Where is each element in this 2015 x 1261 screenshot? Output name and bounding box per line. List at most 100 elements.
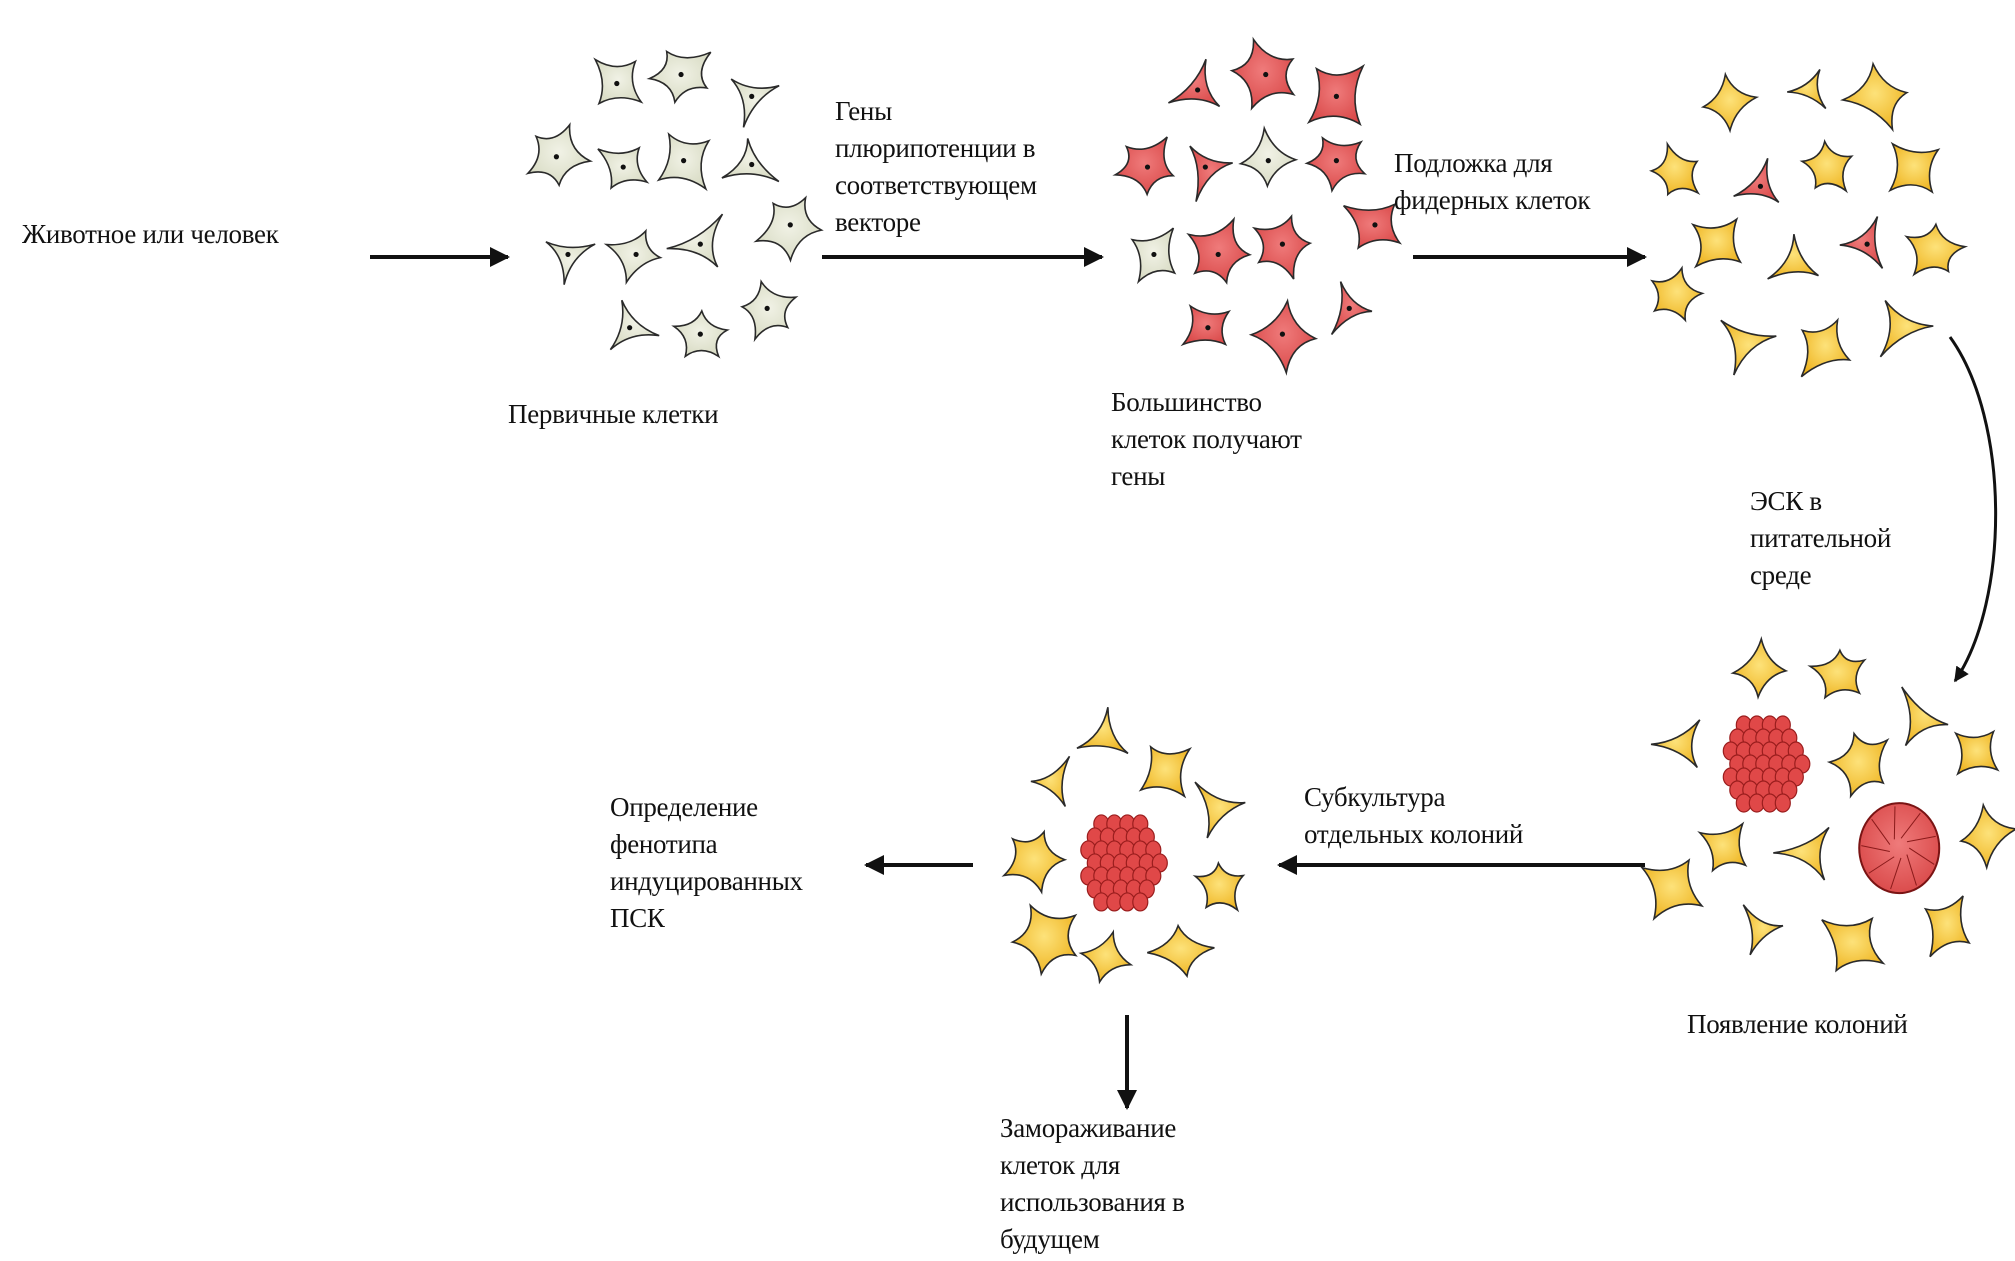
feeder-cell: [1001, 829, 1068, 895]
feeder-cell: [1194, 781, 1246, 839]
cell-nucleus: [1215, 251, 1221, 258]
feeder-cell: [1697, 821, 1748, 873]
feeder-cell: [1648, 141, 1701, 197]
primary-cell: [609, 299, 660, 351]
cell-nucleus: [787, 222, 793, 228]
feeder-cell: [1138, 744, 1193, 799]
primary-cell: [753, 195, 824, 263]
cell-nucleus: [1372, 222, 1378, 228]
cell-nucleus: [1279, 241, 1286, 247]
label-esc-medium: ЭСК в питательной среде: [1750, 486, 1891, 590]
feeder-cell: [1147, 923, 1215, 979]
feeder-cell: [1787, 69, 1827, 110]
transfected-cell: [1839, 216, 1884, 269]
cell-nucleus: [633, 251, 639, 258]
colony-cell: [1132, 892, 1149, 912]
cell-nucleus: [1279, 331, 1286, 337]
feeder-cell: [1730, 636, 1789, 700]
primary-cell: [545, 241, 596, 285]
transfected-cell: [1733, 158, 1780, 203]
cell-nucleus: [1195, 87, 1201, 93]
label-phenotype: Определение фенотипа индуцированных ПСК: [610, 792, 803, 933]
feeder-cell: [1650, 719, 1701, 769]
feeder-cell: [1904, 222, 1969, 277]
transfected-cell: [1343, 202, 1403, 250]
cell-nucleus: [1333, 93, 1339, 99]
cell-nucleus: [697, 241, 703, 247]
label-pluripotency-genes: Гены плюрипотенции в соответствующем век…: [835, 96, 1037, 237]
feeder-cell: [1958, 802, 2015, 871]
feeder-cell: [1826, 731, 1890, 799]
feeder-cell: [1840, 61, 1910, 133]
transfected-cell: [1189, 145, 1233, 202]
colony-cell: [1774, 793, 1791, 813]
feeder-cell: [1799, 138, 1854, 194]
cell-nucleus: [620, 164, 626, 170]
feeder-cell: [1192, 860, 1246, 913]
feeder-cell: [1807, 648, 1867, 700]
cell-nucleus: [749, 161, 755, 168]
transfected-cell: [1168, 58, 1221, 108]
primary-cell: [603, 228, 663, 286]
esc-colony: [1722, 715, 1811, 813]
transfected-cell: [1304, 135, 1368, 194]
cell-nucleus: [1202, 164, 1208, 170]
label-freezing: Замораживание клеток для использования в…: [1000, 1113, 1185, 1254]
label-feeder-layer: Подложка для фидерных клеток: [1394, 148, 1591, 215]
feeder-cell: [1800, 317, 1852, 378]
primary-cell: [525, 122, 594, 188]
cell-nucleus: [764, 305, 770, 311]
cell-nucleus: [678, 71, 684, 78]
cell-nucleus: [614, 80, 620, 87]
cell-nucleus: [1263, 71, 1269, 78]
feeder-cell: [1901, 686, 1949, 747]
feeder-cell: [1767, 234, 1819, 280]
cell-nucleus: [1151, 251, 1157, 258]
feeder-cell: [1690, 217, 1743, 269]
cell-nucleus: [697, 331, 703, 337]
transfected-cell: [1180, 303, 1232, 347]
feeder-cell: [1888, 141, 1941, 195]
cell-nucleus: [565, 251, 571, 258]
primary-cell: [740, 279, 799, 343]
transfected-cell: [1248, 298, 1319, 376]
primary-cell: [1238, 125, 1299, 189]
feeder-cell: [1879, 300, 1934, 358]
transfected-cell: [1112, 136, 1176, 197]
cell-nucleus: [1205, 325, 1211, 331]
cell-nucleus: [1333, 158, 1339, 164]
feeder-cell: [1821, 916, 1886, 973]
cell-nucleus: [1144, 164, 1151, 170]
primary-cell: [666, 213, 724, 268]
feeder-cell: [1078, 929, 1134, 985]
cell-nucleus: [749, 93, 755, 99]
label-primary-cells: Первичные клетки: [508, 399, 719, 429]
feeder-cell: [1700, 71, 1760, 134]
subcultured-colony: [1080, 814, 1168, 912]
arrow-feeder-to-colonies: [1948, 336, 1998, 683]
cell-nucleus: [681, 158, 687, 164]
cell-nucleus: [1864, 241, 1870, 247]
feeder-cell: [1639, 858, 1705, 922]
feeder-cell: [1742, 904, 1784, 956]
label-colonies-appear: Появление колоний: [1687, 1009, 1908, 1039]
cell-nucleus: [1265, 158, 1271, 164]
transfected-cell: [1229, 36, 1296, 111]
label-subculture: Субкультура отдельных колоний: [1304, 782, 1524, 849]
cell-nucleus: [1757, 183, 1764, 189]
label-source: Животное или человек: [22, 219, 279, 249]
cell-nucleus: [1346, 305, 1352, 311]
primary-cell: [721, 138, 780, 183]
cell-nucleus: [553, 154, 560, 160]
feeder-cell: [1953, 729, 2000, 776]
feeder-cell: [1076, 707, 1129, 755]
cell-nucleus: [627, 325, 633, 331]
feeder-cell: [1010, 903, 1078, 977]
feeder-cell: [1030, 755, 1071, 807]
label-most-cells-get-genes: Большинство клеток получают гены: [1111, 387, 1302, 491]
transfected-cell: [1186, 216, 1253, 285]
large-colony: [1858, 802, 1941, 895]
feeder-cell: [1923, 895, 1971, 958]
